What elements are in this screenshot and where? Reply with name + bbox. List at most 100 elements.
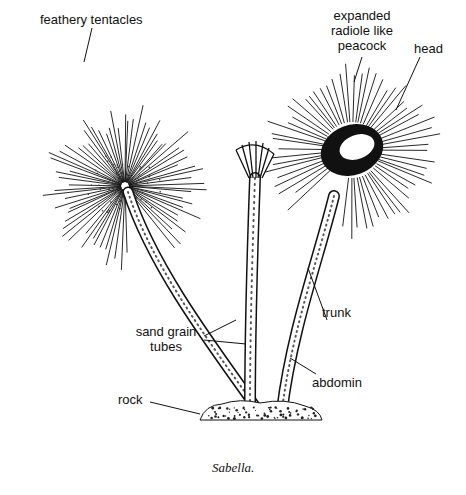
rock-grain bbox=[217, 416, 219, 418]
radiole bbox=[332, 79, 345, 123]
tube-fill bbox=[128, 192, 258, 410]
rock-grain bbox=[211, 407, 214, 410]
dot bbox=[151, 207, 153, 209]
radiole bbox=[309, 96, 334, 128]
radiole bbox=[83, 120, 123, 183]
radiole bbox=[357, 178, 367, 229]
part-label: trunk bbox=[322, 305, 372, 320]
radiole bbox=[60, 151, 122, 184]
radiole bbox=[379, 157, 426, 169]
dot bbox=[159, 179, 161, 181]
rock-grain bbox=[222, 415, 224, 417]
dot bbox=[107, 161, 109, 163]
radiole bbox=[268, 121, 326, 141]
rock-grain bbox=[302, 408, 304, 410]
radiole bbox=[293, 99, 331, 132]
dot bbox=[98, 206, 100, 208]
dot bbox=[159, 191, 161, 193]
radiole bbox=[288, 106, 329, 134]
tube-outline bbox=[250, 178, 255, 410]
rock-grain bbox=[301, 416, 304, 419]
radiole bbox=[111, 111, 125, 182]
rock-grain bbox=[229, 409, 230, 410]
rock-grain bbox=[237, 412, 238, 413]
radiole bbox=[378, 161, 432, 183]
dot bbox=[122, 164, 124, 166]
radiole bbox=[63, 188, 122, 228]
part-label: rock bbox=[118, 392, 158, 407]
sand-grain-tubes bbox=[128, 178, 334, 410]
radiole bbox=[43, 187, 121, 196]
rock-grain bbox=[308, 415, 309, 416]
dot bbox=[139, 168, 141, 170]
rock bbox=[200, 401, 322, 420]
radiole bbox=[279, 148, 325, 150]
rock-grain bbox=[261, 417, 264, 420]
rock-grain bbox=[282, 414, 284, 416]
radiole bbox=[129, 169, 203, 185]
radiole bbox=[351, 178, 352, 239]
dot bbox=[148, 176, 150, 178]
radiole bbox=[65, 187, 121, 199]
radiole bbox=[275, 162, 327, 187]
rock-grain bbox=[215, 413, 217, 415]
rock-grain bbox=[297, 413, 299, 415]
rock-grain bbox=[234, 415, 236, 417]
tube-grains bbox=[128, 192, 258, 410]
radiole bbox=[62, 189, 122, 237]
rock-grain bbox=[270, 407, 272, 409]
radiole bbox=[127, 128, 150, 183]
rock-grain bbox=[314, 414, 317, 417]
rock-grain bbox=[255, 410, 256, 411]
rock-grain bbox=[274, 418, 275, 419]
rock-grain bbox=[313, 412, 315, 414]
rock-grain bbox=[312, 408, 314, 410]
dot bbox=[110, 201, 112, 203]
dot bbox=[116, 204, 118, 206]
rock-grain bbox=[269, 409, 271, 411]
rock-grain bbox=[233, 417, 236, 420]
rock-grain bbox=[275, 406, 277, 408]
rock-grain bbox=[280, 414, 283, 417]
radiole bbox=[70, 188, 122, 209]
radiole bbox=[91, 127, 123, 183]
rock-grain bbox=[235, 409, 238, 412]
dot bbox=[140, 166, 142, 168]
rock-grain bbox=[257, 415, 259, 417]
rock-grain bbox=[234, 407, 235, 408]
rock-grain bbox=[296, 410, 298, 412]
dot bbox=[139, 175, 141, 177]
dot bbox=[107, 211, 109, 213]
radiole bbox=[306, 99, 334, 129]
tube-grains bbox=[250, 178, 255, 410]
leader-lines bbox=[84, 28, 420, 414]
rock-grain bbox=[214, 411, 216, 413]
rock-grain bbox=[282, 416, 284, 418]
dot bbox=[119, 201, 121, 203]
dot bbox=[98, 184, 100, 186]
radiole bbox=[273, 155, 325, 165]
dot bbox=[128, 166, 130, 168]
rock-grain bbox=[287, 407, 290, 410]
figure-caption: Sabella. bbox=[212, 460, 254, 476]
rock-grain bbox=[307, 417, 309, 419]
dot bbox=[108, 187, 110, 189]
rock-grain bbox=[245, 411, 247, 413]
rock-grain bbox=[256, 414, 258, 416]
dot bbox=[119, 208, 121, 210]
part-label: feathery tentacles bbox=[40, 12, 160, 27]
dot bbox=[120, 178, 122, 180]
dot bbox=[107, 212, 109, 214]
radiole bbox=[55, 186, 121, 190]
tube-fill bbox=[250, 178, 255, 410]
rock-grain bbox=[219, 406, 221, 408]
part-label: expanded radiole like peacock bbox=[318, 8, 406, 53]
rock-grain bbox=[288, 411, 290, 413]
radiole bbox=[279, 164, 328, 194]
rock-grain bbox=[226, 407, 228, 409]
rock-grain bbox=[248, 416, 250, 418]
radiole bbox=[368, 173, 395, 214]
dot bbox=[120, 193, 122, 195]
radiole bbox=[69, 185, 121, 186]
